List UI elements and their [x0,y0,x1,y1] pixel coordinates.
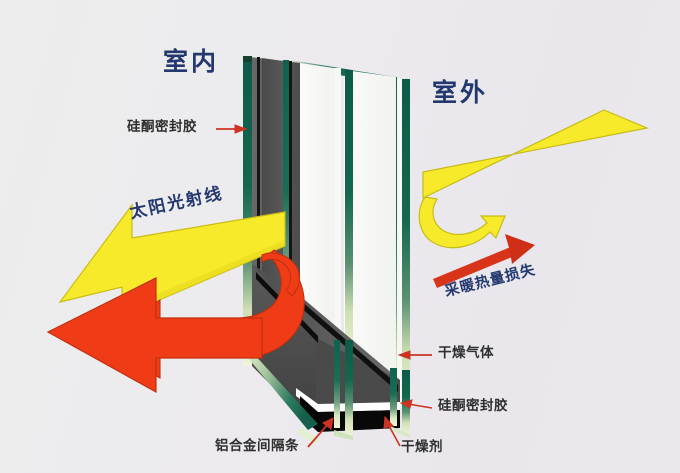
solar-ray-arrow-outdoor [418,109,650,249]
heat-loss-arrow [433,234,535,288]
callout-arrows [216,124,433,448]
indoor-pane-second-edge [283,60,289,352]
heat-return-arrow [46,249,305,394]
callout-arrow-silicone-bottom [399,399,433,409]
label-indoor: 室内 [163,47,220,76]
solar-ray-arrow-left [58,203,286,317]
outer-pane-right-edge [402,79,410,414]
solar-beam-outdoor-band [422,109,650,199]
desiccant-white-stripe-left [296,388,318,412]
label-silicone-sealant-top: 硅酮密封胶 [127,119,197,135]
outer-pane-bottom-edge-2 [390,368,397,426]
mid-pane-right-edge [345,70,353,365]
indoor-dark-seam-2 [289,61,292,309]
solar-beam-indoor-shadow [122,240,285,316]
glass-bottom-cap-mid [334,430,353,440]
solar-reflected-curl [418,196,506,249]
heat-return-thick-head [46,277,263,394]
mid-pane-face [334,68,341,360]
indoor-dark-seam-1 [257,57,260,297]
label-aluminium-spacer: 铝合金间隔条 [215,438,299,454]
label-silicone-sealant-bottom: 硅酮密封胶 [438,398,508,414]
label-desiccant: 干燥剂 [401,439,443,455]
heat-return-tail-curl [261,252,300,297]
glass-bottom-cap-outer [390,426,410,438]
heat-loss-head [505,234,535,264]
indoor-pane-top-highlight [243,56,252,62]
callout-arrow-desiccant [383,415,401,447]
inner-cavity-face [300,63,334,356]
mid-pane-bottom-edge [345,340,353,436]
callout-arrow-dry-gas [397,350,432,360]
indoor-pane-front-edge [243,56,252,366]
callout-arrow-silicone-top [216,124,248,134]
mid-pane-bottom-edge-2 [334,340,340,428]
indoor-pane-bottom-edge [243,352,318,430]
heat-loss-shaft [433,246,517,288]
label-outdoor: 室外 [432,78,489,107]
cavity-face [344,70,396,404]
spacer-front-face [252,264,316,430]
callout-arrow-alu-spacer [307,417,334,448]
label-dry-gas: 干燥气体 [438,345,494,361]
